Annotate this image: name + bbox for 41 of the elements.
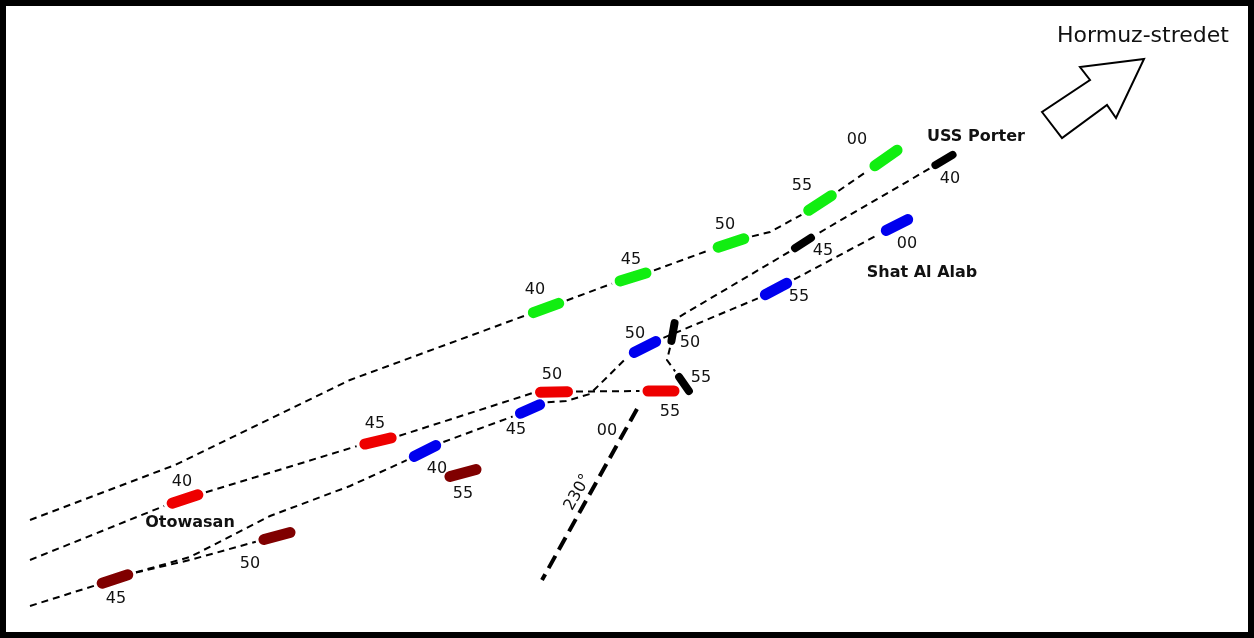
time-label: 50 [679, 334, 701, 350]
time-label: 50 [541, 366, 563, 382]
time-label: 40 [939, 170, 961, 186]
place-label: Hormuz-stredet [1057, 24, 1229, 46]
track-line [665, 346, 677, 373]
time-label: 45 [505, 421, 527, 437]
time-label: 55 [659, 403, 681, 419]
time-label: 00 [596, 422, 618, 438]
ship-name-label: Shat Al Alab [866, 264, 978, 280]
track-line [204, 445, 358, 494]
time-label: 00 [896, 235, 918, 251]
ship-marker-icon [642, 385, 680, 397]
track-line [135, 459, 408, 574]
time-label: 45 [364, 415, 386, 431]
bearing-label: 230° [560, 471, 594, 513]
time-label: 40 [524, 281, 546, 297]
time-label: 45 [812, 242, 834, 258]
time-label: 45 [620, 251, 642, 267]
ship-marker-icon [534, 386, 574, 398]
ship-name-label: Otowasan [145, 514, 235, 530]
time-label: 40 [426, 460, 448, 476]
time-label: 55 [690, 369, 712, 385]
track-line [575, 390, 641, 393]
track-line [442, 415, 514, 443]
time-label: 45 [105, 590, 127, 606]
time-label: 50 [714, 216, 736, 232]
ship-name-label: USS Porter [927, 128, 1025, 144]
time-label: 55 [788, 288, 810, 304]
ship-marker-icon [666, 318, 680, 346]
time-label: 50 [239, 555, 261, 571]
track-line [398, 392, 534, 437]
track-line [751, 213, 803, 238]
track-line [29, 314, 527, 521]
time-label: 00 [846, 131, 868, 147]
track-line [29, 505, 166, 561]
time-label: 55 [452, 485, 474, 501]
time-label: 40 [171, 473, 193, 489]
time-label: 55 [791, 177, 813, 193]
time-label: 50 [624, 325, 646, 341]
track-line [29, 584, 96, 607]
track-line [662, 297, 759, 339]
